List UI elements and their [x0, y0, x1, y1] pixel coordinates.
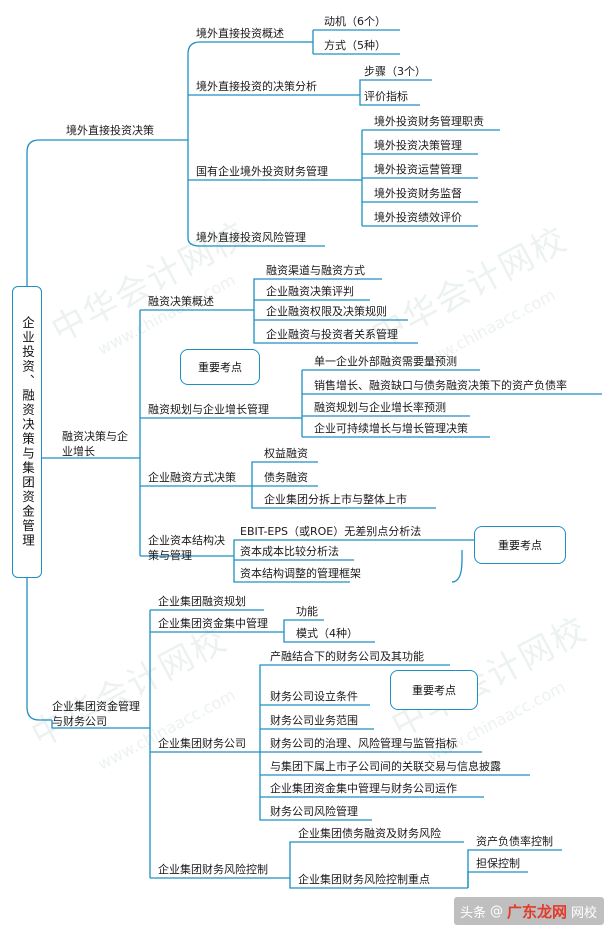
- leaf-debt-financing: 债务融资: [264, 471, 308, 484]
- credit-brand: 广东龙网: [507, 902, 568, 921]
- node-group-fund-centralization: 企业集团资金集中管理: [158, 617, 268, 630]
- leaf-equity-financing: 权益融资: [264, 447, 308, 460]
- leaf-business-scope: 财务公司业务范围: [270, 714, 358, 727]
- leaf-ebit-eps: EBIT-EPS（或ROE）无差别点分析法: [240, 525, 422, 538]
- callout-key-point-1: 重要考点: [180, 349, 260, 385]
- leaf-decision-management: 境外投资决策管理: [374, 139, 462, 152]
- leaf-financing-decision-eval: 企业融资决策评判: [266, 285, 354, 298]
- leaf-growth-rate-forecast: 融资规划与企业增长率预测: [314, 401, 446, 414]
- leaf-finance-company-functions: 产融结合下的财务公司及其功能: [270, 650, 424, 663]
- leaf-modes: 模式（4种）: [296, 627, 358, 640]
- node-financing-overview: 融资决策概述: [148, 295, 214, 308]
- leaf-financing-authority: 企业融资权限及决策规则: [266, 305, 387, 318]
- leaf-function: 功能: [296, 605, 318, 618]
- node-soe-overseas-finance: 国有企业境外投资财务管理: [196, 165, 328, 178]
- leaf-cost-of-capital: 资本成本比较分析法: [240, 545, 339, 558]
- node-capital-structure: 企业资本结构决策与管理: [148, 534, 225, 562]
- credit-suffix: 网校: [571, 905, 598, 921]
- leaf-governance-risk-indicators: 财务公司的治理、风险管理与监管指标: [270, 737, 457, 750]
- leaf-financing-channels: 融资渠道与融资方式: [266, 264, 365, 277]
- node-group-financial-risk-control: 企业集团财务风险控制: [158, 863, 268, 876]
- node-overseas-investment-overview: 境外直接投资概述: [196, 27, 284, 40]
- credit-at: @: [490, 903, 504, 919]
- leaf-sales-growth-gap: 销售增长、融资缺口与债务融资决策下的资产负债率: [314, 379, 567, 392]
- leaf-investor-relations: 企业融资与投资者关系管理: [266, 328, 398, 341]
- leaf-operation-management: 境外投资运营管理: [374, 163, 462, 176]
- leaf-finance-company-risk: 财务公司风险管理: [270, 805, 358, 818]
- node-debt-financing-risk: 企业集团债务融资及财务风险: [298, 827, 441, 840]
- leaf-structure-adjustment: 资本结构调整的管理框架: [240, 567, 361, 580]
- leaf-finance-supervision: 境外投资财务监督: [374, 187, 462, 200]
- node-financing-planning-growth: 融资规划与企业增长管理: [148, 403, 269, 416]
- leaf-spin-off-listing: 企业集团分拆上市与整体上市: [264, 493, 407, 506]
- leaf-guarantee-control: 担保控制: [476, 857, 520, 870]
- node-overseas-decision-analysis: 境外直接投资的决策分析: [196, 80, 317, 93]
- leaf-establishment-conditions: 财务公司设立条件: [270, 690, 358, 703]
- source-credit: 头条 @ 广东龙网 网校: [454, 897, 604, 925]
- branch-overseas-investment: 境外直接投资决策: [66, 124, 154, 137]
- callout-key-point-2: 重要考点: [474, 526, 566, 564]
- branch-financing-growth: 融资决策与企业增长: [62, 430, 128, 458]
- leaf-steps: 步骤（3个）: [364, 65, 426, 78]
- node-group-finance-company: 企业集团财务公司: [158, 737, 246, 750]
- branch-group-funds-finance-company: 企业集团资金管理与财务公司: [52, 700, 140, 728]
- root-node: 企业投资、融资决策与集团资金管理: [12, 286, 42, 578]
- leaf-motivation: 动机（6个）: [324, 15, 386, 28]
- leaf-methods: 方式（5种）: [324, 39, 386, 52]
- root-label: 企业投资、融资决策与集团资金管理: [20, 316, 35, 548]
- leaf-finance-duties: 境外投资财务管理职责: [374, 115, 484, 128]
- leaf-external-financing-forecast: 单一企业外部融资需要量预测: [314, 355, 457, 368]
- node-risk-control-focus: 企业集团财务风险控制重点: [298, 873, 430, 886]
- leaf-evaluation-indicators: 评价指标: [364, 90, 408, 103]
- credit-prefix: 头条: [460, 905, 487, 921]
- leaf-sustainable-growth: 企业可持续增长与增长管理决策: [314, 422, 468, 435]
- leaf-fund-centralization-operation: 企业集团资金集中管理与财务公司运作: [270, 782, 457, 795]
- leaf-performance-evaluation: 境外投资绩效评价: [374, 211, 462, 224]
- node-financing-method-decision: 企业融资方式决策: [148, 471, 236, 484]
- leaf-debt-ratio-control: 资产负债率控制: [476, 835, 553, 848]
- leaf-related-transactions: 与集团下属上市子公司间的关联交易与信息披露: [270, 760, 501, 773]
- callout-key-point-3: 重要考点: [390, 670, 478, 710]
- node-group-financing-planning: 企业集团融资规划: [158, 595, 246, 608]
- node-overseas-risk-management: 境外直接投资风险管理: [196, 231, 306, 244]
